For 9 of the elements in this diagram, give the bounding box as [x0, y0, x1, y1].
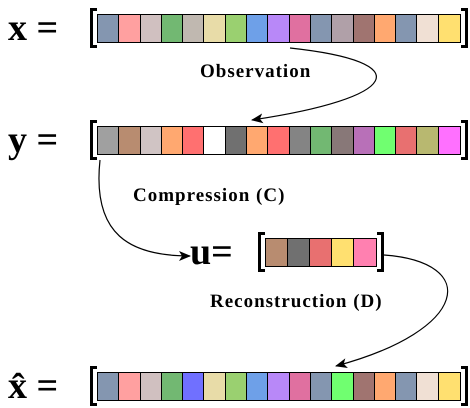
- curved-arrow: [251, 47, 377, 124]
- vector-symbol: y =: [8, 121, 60, 159]
- edge-label: Compression (C): [133, 186, 286, 205]
- edge-label: Reconstruction (D): [210, 292, 383, 311]
- vector-symbol: x̂ =: [8, 367, 60, 405]
- curved-arrow: [335, 254, 448, 368]
- vector-symbol: u=: [190, 233, 234, 271]
- curved-arrow: [98, 160, 191, 261]
- vector-symbol: x =: [8, 9, 60, 47]
